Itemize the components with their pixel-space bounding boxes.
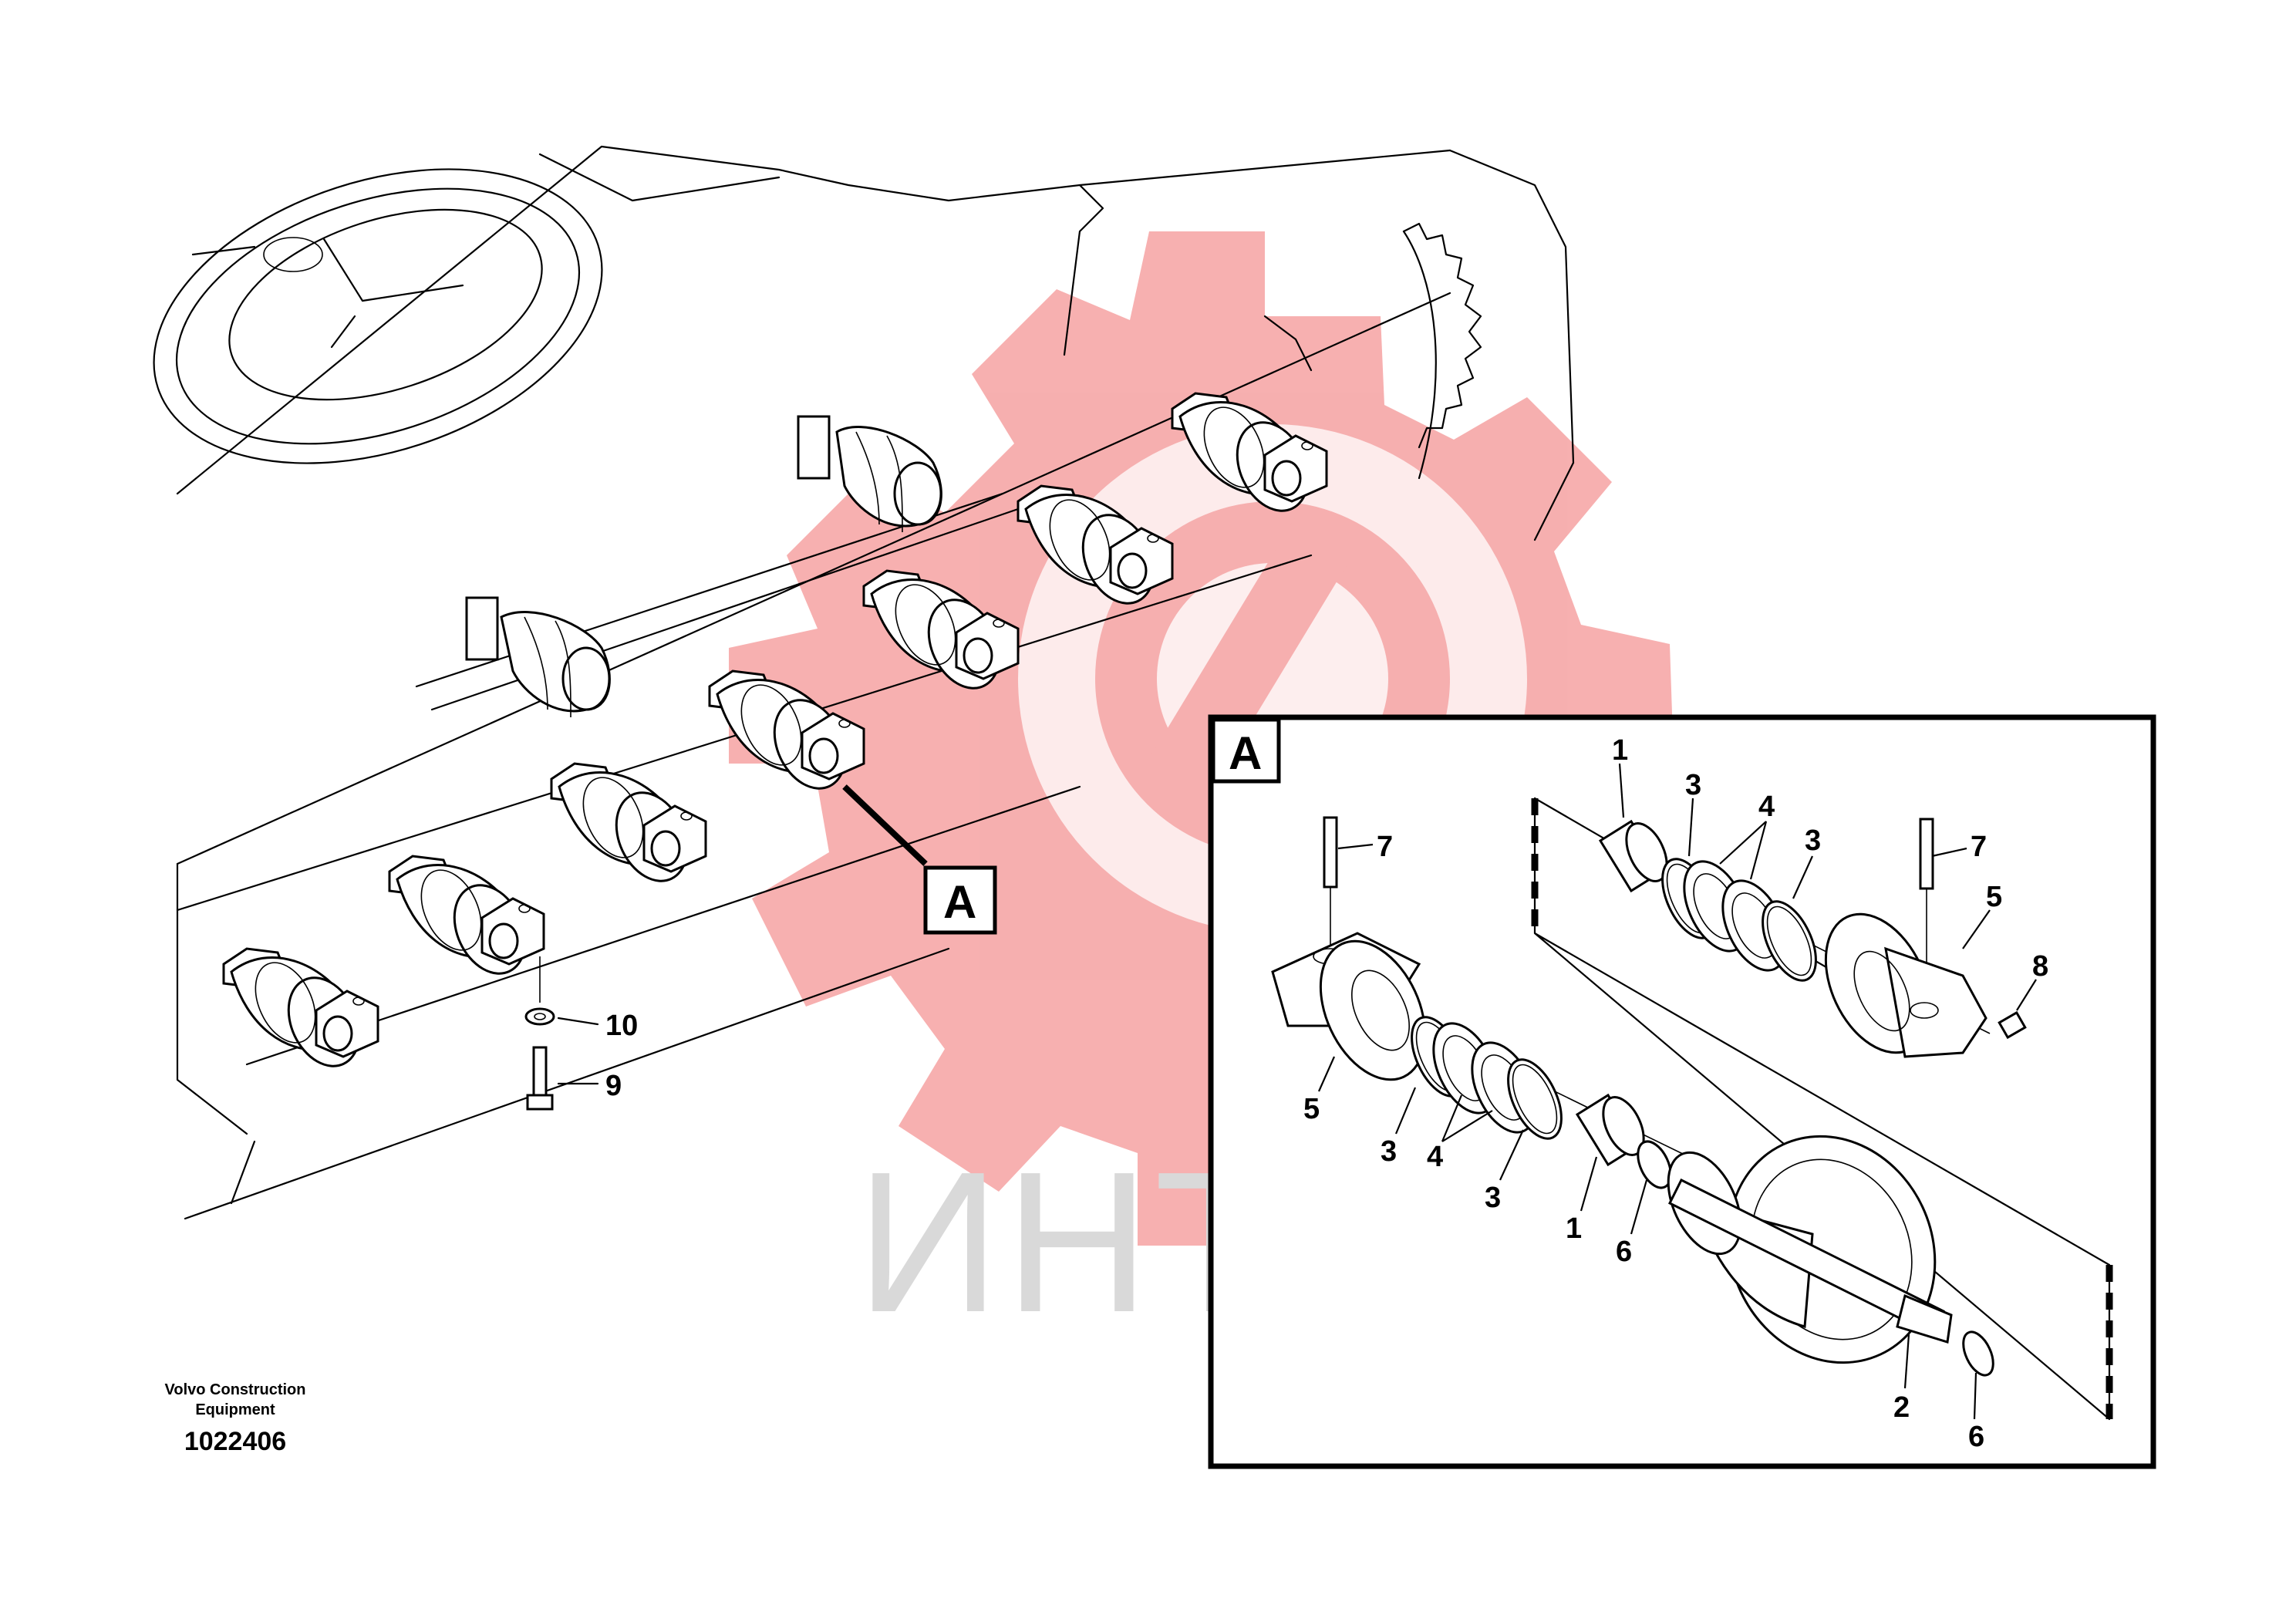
label-4: 4	[1758, 791, 1775, 823]
track-roller	[1017, 484, 1174, 605]
track-roller	[862, 569, 1020, 690]
bolt-part	[526, 1046, 554, 1111]
track-rollers	[222, 392, 1328, 1067]
label-1: 1	[1566, 1212, 1582, 1245]
detail-letter: A	[1229, 727, 1262, 779]
label-4: 4	[1427, 1141, 1443, 1173]
label-1: 1	[1612, 734, 1628, 767]
company-line-2: Equipment	[195, 1401, 275, 1418]
leader-lines	[1317, 763, 2037, 1420]
track-roller	[550, 762, 707, 882]
company-line-1: Volvo Construction	[165, 1381, 306, 1398]
plug-part	[1998, 1010, 2027, 1040]
bushing-part	[1575, 1093, 1645, 1167]
callout-leader	[842, 784, 928, 866]
o-ring-part	[1762, 900, 1817, 982]
o-ring-part	[1507, 1058, 1563, 1140]
label-7: 7	[1377, 831, 1393, 863]
label-3: 3	[1381, 1135, 1397, 1168]
detail-letter-box	[1211, 717, 1281, 784]
drawing-number: 1022406	[184, 1427, 286, 1456]
washer-part	[524, 1007, 555, 1026]
undercarriage-frame	[153, 145, 1575, 1220]
label-6: 6	[1616, 1236, 1632, 1268]
bracket-part	[1824, 912, 1988, 1058]
label-7: 7	[1971, 831, 1987, 863]
label-6: 6	[1968, 1421, 1984, 1453]
carrier-roller	[500, 611, 611, 718]
callout-box-main	[923, 865, 997, 935]
bushing-part	[1598, 819, 1668, 893]
label-3: 3	[1685, 769, 1701, 801]
label-5: 5	[1986, 881, 2002, 913]
shaft-part	[1667, 1178, 1953, 1344]
bracket-part	[1271, 932, 1427, 1081]
label-8: 8	[2032, 950, 2048, 983]
carrier-roller	[835, 426, 942, 533]
pin-part	[1323, 816, 1338, 949]
callout-letter-main: A	[943, 876, 976, 928]
leader-line	[557, 1017, 599, 1026]
label-5: 5	[1303, 1093, 1320, 1125]
track-roller	[1171, 392, 1328, 512]
track-roller	[708, 669, 865, 790]
detail-view-a: A	[1208, 714, 2156, 1469]
track-roller	[222, 947, 379, 1067]
label-9: 9	[605, 1070, 622, 1102]
pin-part	[1919, 818, 1934, 964]
label-3: 3	[1805, 824, 1821, 857]
o-ring-part	[1637, 1140, 1672, 1189]
detail-frame	[1208, 714, 2156, 1469]
o-ring-part	[1962, 1330, 1994, 1377]
label-2: 2	[1893, 1391, 1910, 1424]
track-roller	[388, 855, 545, 975]
label-10: 10	[605, 1010, 638, 1042]
label-3: 3	[1485, 1182, 1501, 1214]
